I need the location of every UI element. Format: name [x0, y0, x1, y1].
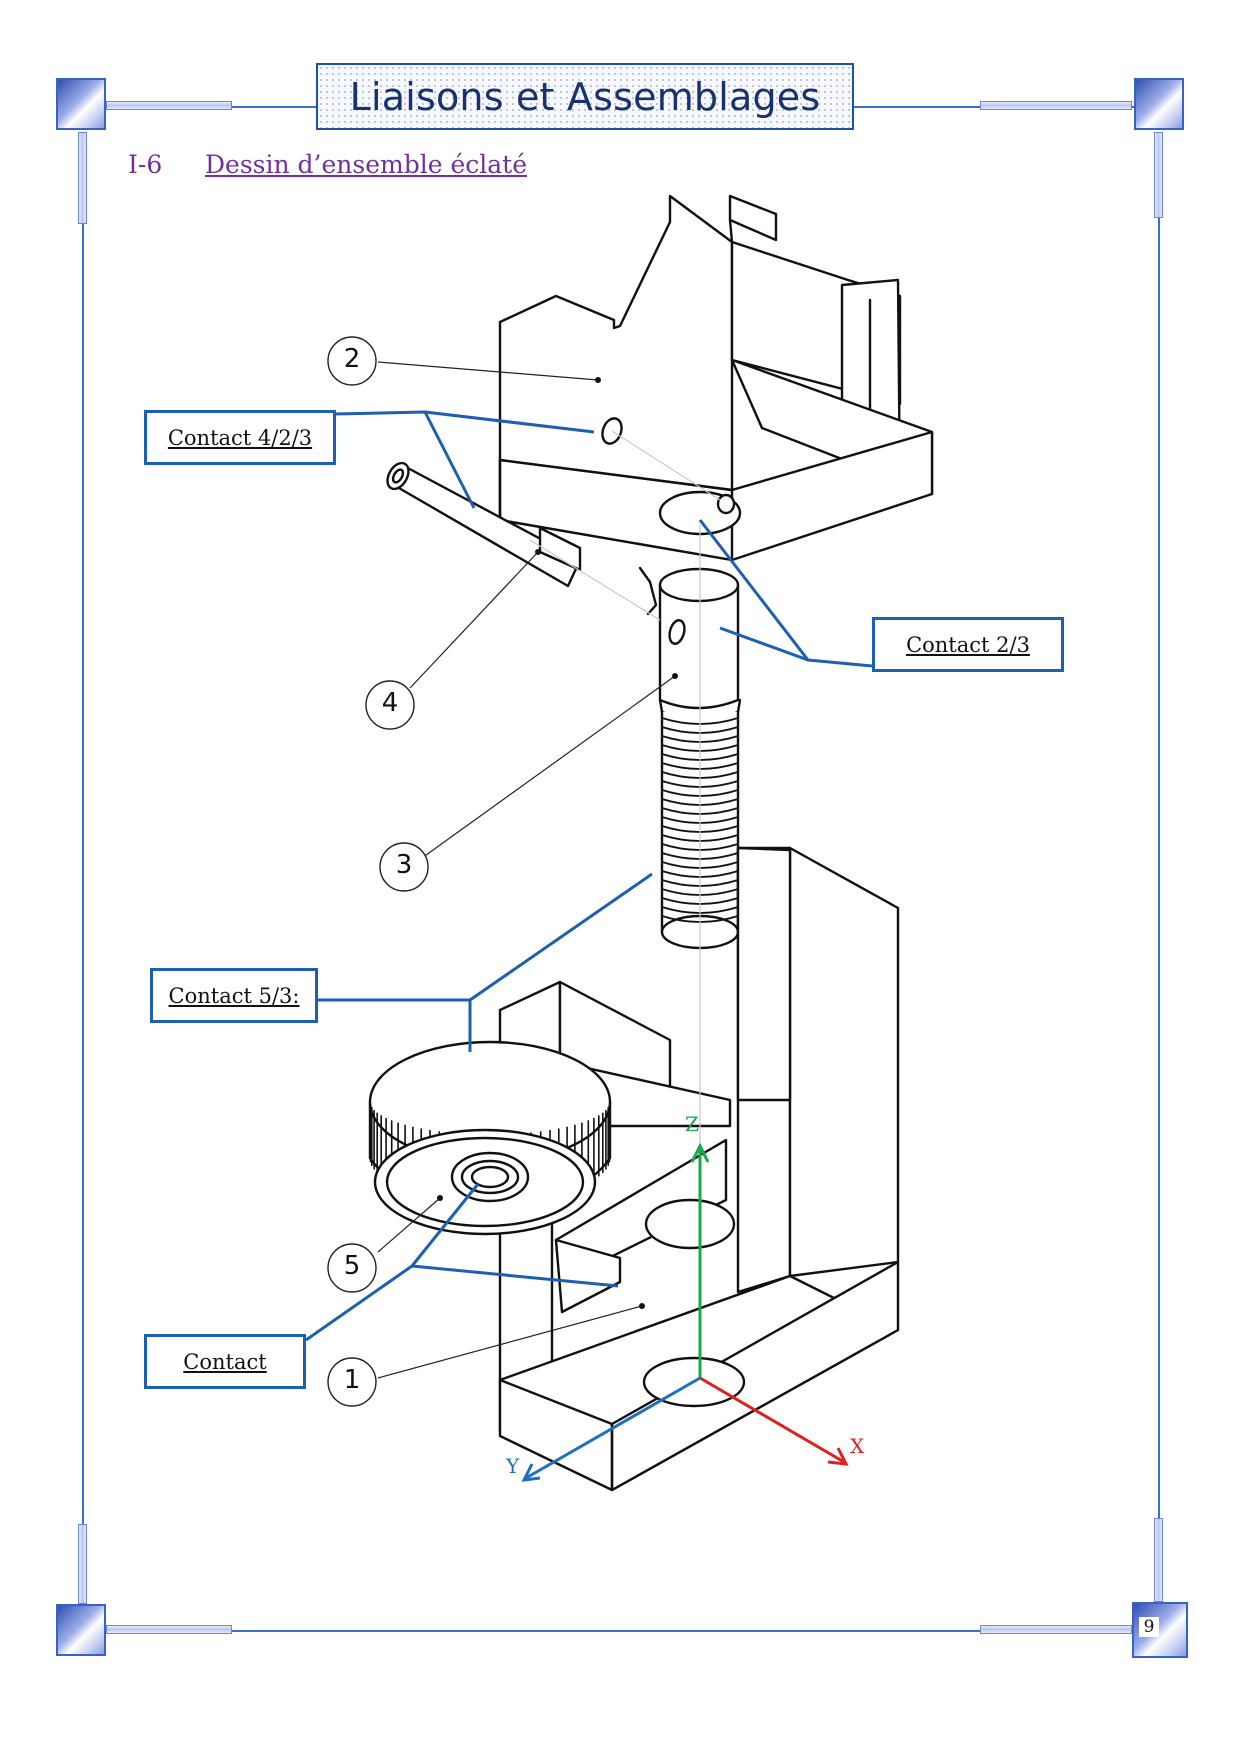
- balloon-1: [327, 1357, 377, 1407]
- balloon-5: [327, 1243, 377, 1293]
- part-number-5: 5: [343, 1251, 361, 1281]
- title-banner: Liaisons et Assemblages: [316, 63, 854, 130]
- part-2-upper-body: [498, 194, 934, 562]
- part-5-knurled-nut: [368, 1040, 612, 1236]
- balloon-4: [365, 680, 415, 730]
- section-title: Dessin d’ensemble éclaté: [205, 150, 527, 179]
- corner-ornament-top-left: [56, 78, 106, 130]
- part-number-3: 3: [395, 850, 413, 880]
- coordinate-axes: [521, 1142, 849, 1482]
- part-number-1: 1: [343, 1365, 361, 1395]
- centre-lines: [529, 430, 721, 1230]
- axis-label-z: Z: [685, 1112, 699, 1136]
- page-number: 9: [1139, 1617, 1159, 1637]
- contact-leader-lines: [305, 410, 873, 1342]
- leader-dots: [437, 377, 678, 1309]
- contact-label-4-2-3: Contact 4/2/3: [144, 410, 336, 465]
- contact-label-bottom: Contact: [144, 1334, 306, 1389]
- part-number-4: 4: [381, 688, 399, 718]
- corner-ornament-bottom-left: [56, 1604, 106, 1656]
- page-number-ornament: [1132, 1602, 1188, 1658]
- page-title: Liaisons et Assemblages: [349, 74, 821, 119]
- part-4-pin: [386, 461, 658, 616]
- balloon-3: [379, 842, 429, 892]
- axis-label-y: Y: [506, 1454, 520, 1478]
- contact-label-5-3: Contact 5/3:: [150, 968, 318, 1023]
- section-number: I-6: [128, 150, 163, 179]
- part-leader-lines: [377, 361, 676, 1379]
- corner-ornament-top-right: [1134, 78, 1184, 130]
- contact-label-2-3: Contact 2/3: [872, 617, 1064, 672]
- part-number-2: 2: [343, 344, 361, 374]
- axis-label-x: X: [850, 1434, 865, 1458]
- balloon-2: [327, 336, 377, 386]
